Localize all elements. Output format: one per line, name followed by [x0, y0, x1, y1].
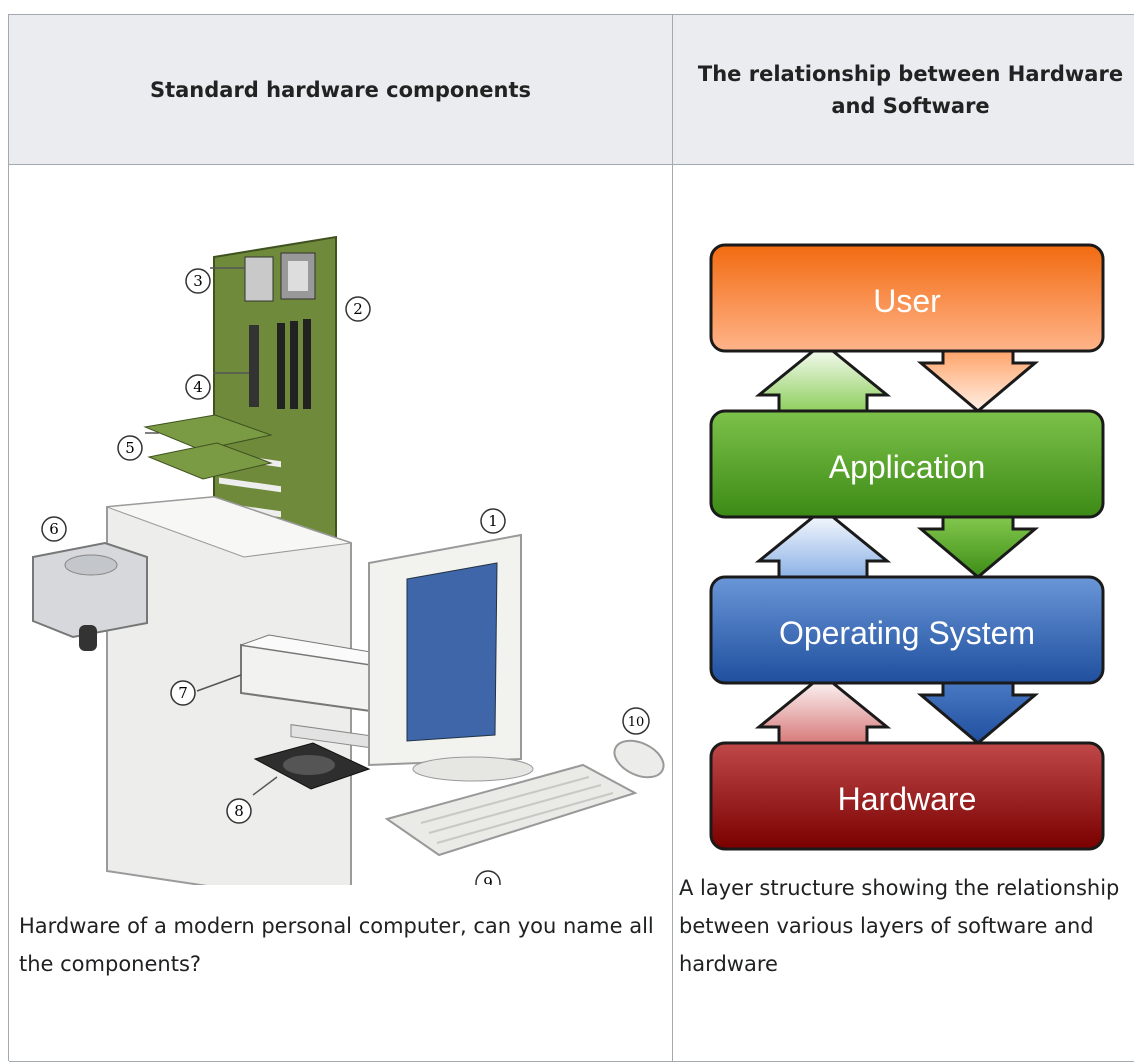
hardware-software-cell: User Application Operating System Hardwa…: [673, 165, 1134, 1062]
components-table: Standard hardware components The relatio…: [8, 14, 1134, 1062]
label-4: 4: [185, 374, 211, 400]
label-7-text: 7: [178, 684, 188, 702]
pc-components-illustration: 1 2 3 4 5 6 7 8 9 10: [32, 235, 665, 885]
label-10: 10: [622, 707, 650, 735]
arrow-up-hardware-os: [754, 673, 892, 745]
layer-user-label: User: [873, 283, 941, 319]
header-hardware-software-text: The relationship between Hardware and So…: [697, 61, 1124, 118]
label-2: 2: [345, 296, 371, 322]
layer-diagram: User Application Operating System Hardwa…: [709, 243, 1105, 851]
layer-application: Application: [709, 409, 1105, 519]
label-3-text: 3: [193, 272, 203, 290]
layer-hardware: Hardware: [709, 741, 1105, 851]
label-6-text: 6: [49, 520, 59, 538]
pc-components-cell: 1 2 3 4 5 6 7 8 9 10 Hardware of a moder…: [9, 165, 673, 1062]
header-hardware-software: The relationship between Hardware and So…: [673, 15, 1134, 165]
arrow-down-os-hardware: [916, 673, 1040, 745]
layer-operating-system-label: Operating System: [779, 615, 1035, 651]
arrow-up-application-user: [754, 341, 892, 413]
label-5: 5: [117, 435, 143, 461]
label-4-text: 4: [193, 378, 203, 396]
arrow-down-application-os: [916, 507, 1040, 579]
layer-structure-caption: A layer structure showing the relationsh…: [679, 876, 1120, 976]
arrow-up-os-application: [754, 507, 892, 579]
label-8: 8: [226, 798, 252, 824]
label-10-text: 10: [628, 715, 645, 730]
label-9-text: 9: [483, 874, 493, 885]
label-1: 1: [480, 508, 506, 534]
pc-components-caption: Hardware of a modern personal computer, …: [19, 914, 654, 976]
layer-user: User: [709, 243, 1105, 353]
label-8-text: 8: [234, 802, 244, 820]
layer-operating-system: Operating System: [709, 575, 1105, 685]
label-3: 3: [185, 268, 211, 294]
component-number-labels: 1 2 3 4 5 6 7 8 9 10: [41, 268, 650, 885]
layer-application-label: Application: [829, 449, 986, 485]
label-9: 9: [475, 870, 501, 885]
label-1-text: 1: [488, 512, 498, 530]
arrow-down-user-application: [916, 341, 1040, 413]
label-5-text: 5: [125, 439, 135, 457]
header-standard-hardware: Standard hardware components: [9, 15, 673, 165]
header-standard-hardware-text: Standard hardware components: [149, 77, 532, 102]
label-6: 6: [41, 516, 67, 542]
label-7: 7: [170, 680, 196, 706]
layer-hardware-label: Hardware: [838, 781, 977, 817]
label-2-text: 2: [353, 300, 363, 318]
